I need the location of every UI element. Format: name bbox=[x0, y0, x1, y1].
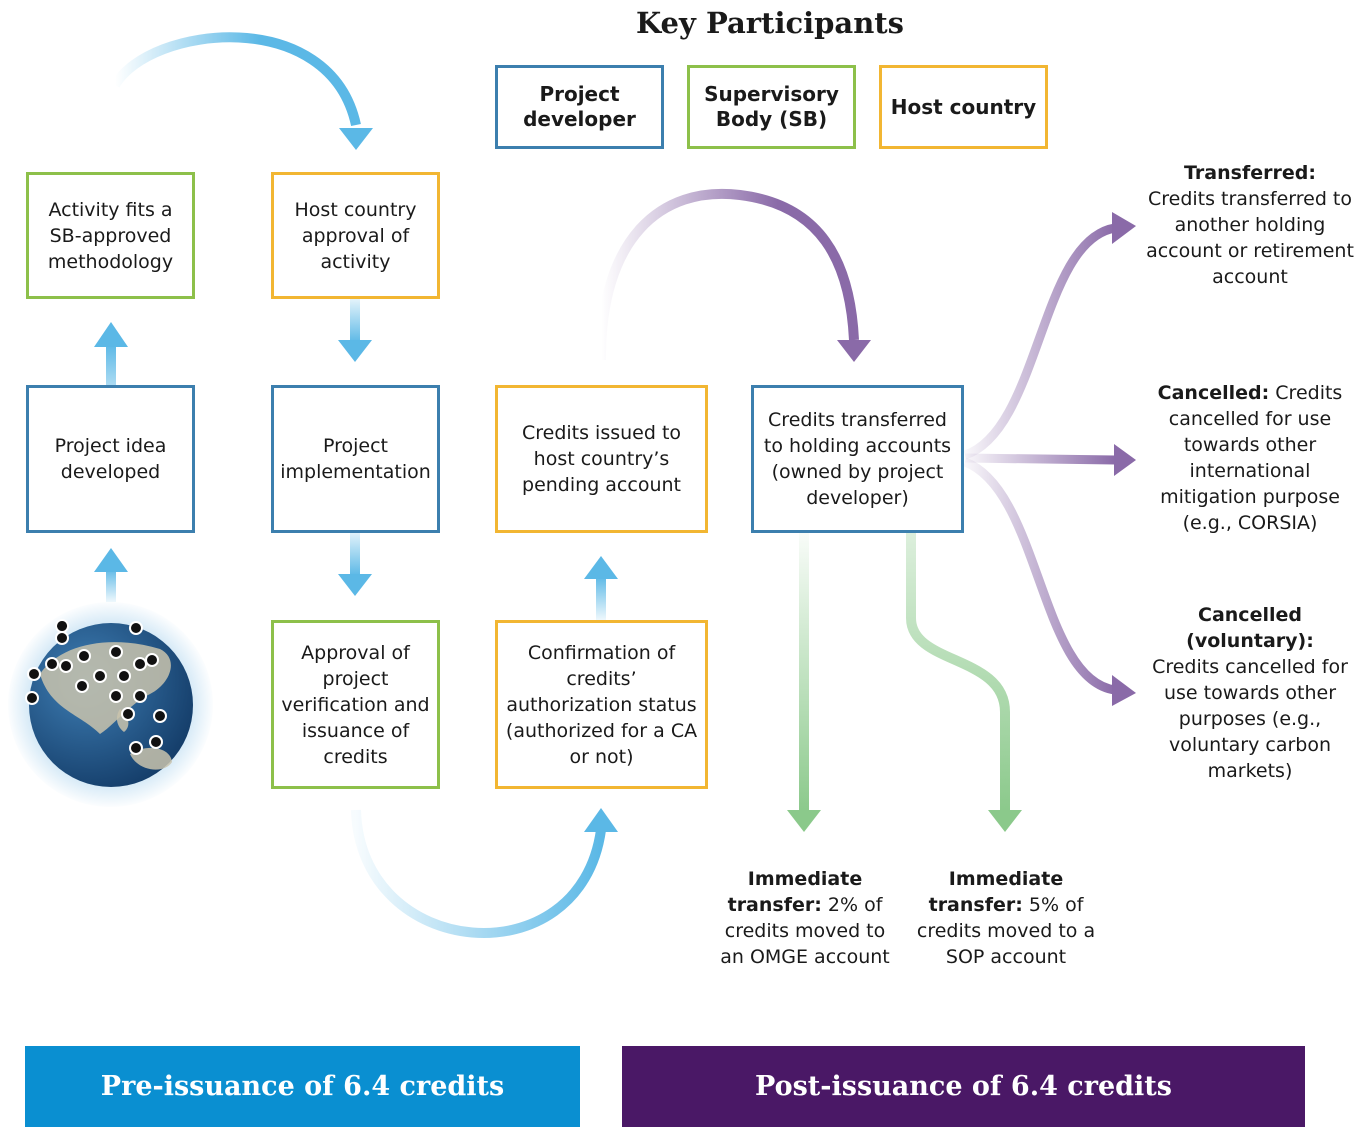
outcome-cancelled-head: Cancelled: bbox=[1157, 382, 1270, 404]
outcome-cancelled-voluntary-text: Credits cancelled for use towards other … bbox=[1152, 656, 1348, 782]
transfer-sop-text: 5% of credits moved to a SOP account bbox=[916, 894, 1096, 968]
outcome-transferred-text: Credits transferred to another holding a… bbox=[1146, 188, 1354, 288]
box-confirmation: Confirmation of credits’ authorization s… bbox=[495, 620, 708, 789]
branch-cancelled bbox=[964, 453, 1116, 465]
outcome-transferred: Transferred: Credits transferred to anot… bbox=[1140, 160, 1360, 290]
box-methodology: Activity fits a SB-approved methodology bbox=[26, 172, 195, 299]
arrow-globe-up bbox=[106, 568, 116, 602]
outcome-cancelled-text: Credits cancelled for use towards other … bbox=[1160, 382, 1343, 534]
box-credits-issued: Credits issued to host country’s pending… bbox=[495, 385, 708, 533]
arc-arrow-bottom bbox=[351, 809, 606, 938]
outcome-cancelled: Cancelled: Credits cancelled for use tow… bbox=[1140, 380, 1360, 536]
box-host-approval: Host country approval of activity bbox=[271, 172, 440, 299]
arc-arrow-purple bbox=[595, 188, 859, 361]
box-verification: Approval of project verification and iss… bbox=[271, 620, 440, 789]
arrow-approval-down bbox=[350, 298, 360, 343]
arrow-idea-up bbox=[106, 344, 116, 420]
outcome-cancelled-voluntary-head: Cancelled (voluntary): bbox=[1186, 604, 1314, 652]
banner-pre-issuance: Pre-issuance of 6.4 credits bbox=[25, 1046, 580, 1127]
arc-arrow-top-head bbox=[339, 128, 373, 150]
transfer-omge: Immediate transfer: 2% of credits moved … bbox=[710, 866, 900, 970]
branch-cancelled-voluntary bbox=[963, 457, 1116, 695]
arc-arrow-bottom-head bbox=[584, 808, 618, 832]
key-participants-title: Key Participants bbox=[635, 6, 905, 40]
map-pin-icon bbox=[25, 619, 167, 755]
arrow-sop bbox=[906, 532, 1010, 812]
transfer-sop-head: Immediate transfer: bbox=[928, 868, 1064, 916]
arc-arrow-top bbox=[110, 32, 361, 127]
outcome-transferred-head: Transferred: bbox=[1184, 162, 1316, 184]
branch-transferred bbox=[963, 223, 1117, 460]
box-project-idea: Project idea developed bbox=[26, 385, 195, 533]
arrow-implementation-down bbox=[350, 531, 360, 576]
arrow-confirmation-up bbox=[596, 576, 606, 620]
box-implementation: Project implementation bbox=[271, 385, 440, 533]
legend-supervisory-body: Supervisory Body (SB) bbox=[687, 65, 856, 149]
arrow-omge bbox=[799, 532, 809, 812]
box-holding-accounts: Credits transferred to holding accounts … bbox=[751, 385, 964, 533]
transfer-omge-text: 2% of credits moved to an OMGE account bbox=[720, 894, 890, 968]
legend-host-country: Host country bbox=[879, 65, 1048, 149]
transfer-sop: Immediate transfer: 5% of credits moved … bbox=[912, 866, 1100, 970]
banner-post-issuance: Post-issuance of 6.4 credits bbox=[622, 1046, 1305, 1127]
outcome-cancelled-voluntary: Cancelled (voluntary): Credits cancelled… bbox=[1140, 602, 1360, 784]
legend-project-developer: Project developer bbox=[495, 65, 664, 149]
transfer-omge-head: Immediate transfer: bbox=[727, 868, 863, 916]
globe-icon bbox=[25, 619, 193, 787]
